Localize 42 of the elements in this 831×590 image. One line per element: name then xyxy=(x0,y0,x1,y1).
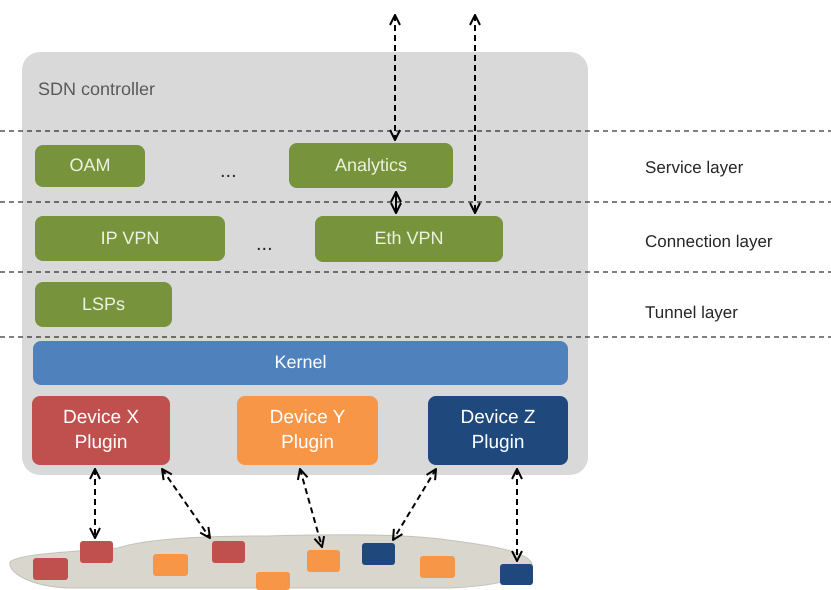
layer-label: Service layer xyxy=(645,157,744,179)
box-label: Device Y Plugin xyxy=(268,406,346,454)
plugin-box xyxy=(428,396,568,465)
double-arrow xyxy=(392,468,437,541)
double-arrow xyxy=(89,468,101,539)
device-square xyxy=(500,564,533,585)
device-square xyxy=(420,556,455,578)
box-label: Device Z Plugin xyxy=(460,406,536,454)
box-label: Analytics xyxy=(334,154,408,177)
service-box xyxy=(315,216,503,262)
double-arrow xyxy=(390,191,402,214)
ellipsis: ... xyxy=(220,159,237,184)
controller-panel xyxy=(22,52,588,475)
service-box xyxy=(35,145,145,187)
box-label: IP VPN xyxy=(100,226,160,250)
service-box xyxy=(289,143,453,188)
box-label: Device X Plugin xyxy=(62,406,140,454)
double-arrow xyxy=(511,468,523,562)
device-square xyxy=(212,541,245,563)
layer-label: Tunnel layer xyxy=(645,302,738,324)
service-box xyxy=(35,216,225,261)
plugin-box xyxy=(32,396,170,465)
device-square xyxy=(153,554,188,576)
double-arrow xyxy=(296,468,326,548)
service-box xyxy=(35,282,172,327)
box-label: LSPs xyxy=(80,292,126,316)
ellipsis: ... xyxy=(256,232,273,257)
device-square xyxy=(362,543,395,565)
kernel-bar xyxy=(33,341,568,385)
double-arrow xyxy=(469,14,481,214)
box-label: Kernel xyxy=(273,351,328,374)
device-square xyxy=(80,541,113,563)
layer-label: Connection layer xyxy=(645,231,773,253)
panel-title: SDN controller xyxy=(38,78,156,101)
device-square xyxy=(307,550,340,572)
box-label: Eth VPN xyxy=(373,227,445,250)
device-square xyxy=(256,572,290,590)
device-square xyxy=(33,558,68,580)
double-arrow xyxy=(161,468,211,539)
box-label: OAM xyxy=(68,154,112,178)
double-arrow xyxy=(389,14,401,141)
plugin-box xyxy=(237,396,378,465)
